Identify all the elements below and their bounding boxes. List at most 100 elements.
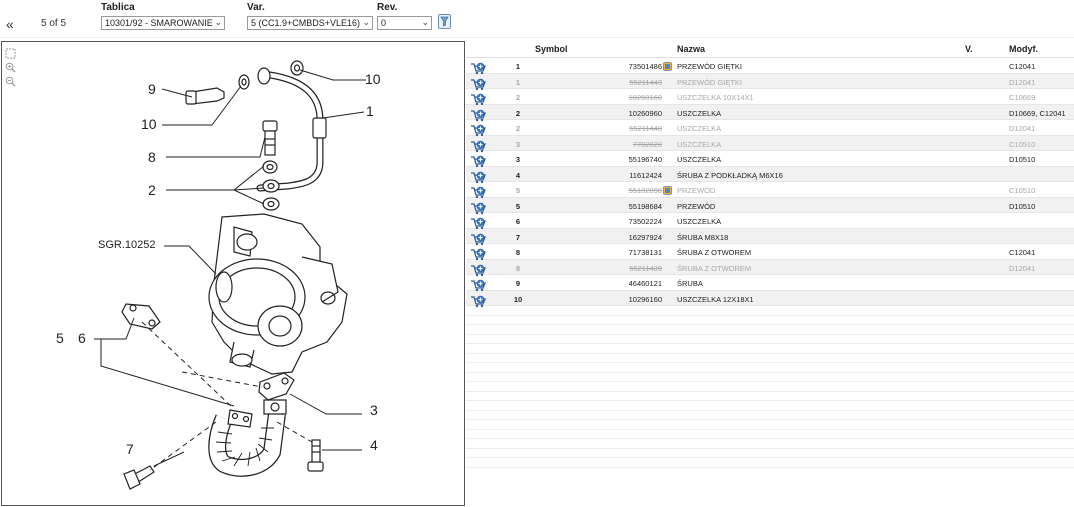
cell-symbol: 7782020 — [632, 139, 662, 149]
back-button[interactable]: « — [6, 16, 14, 32]
tablica-label: Tablica — [101, 2, 135, 13]
cell-nazwa: PRZEWÓD — [677, 186, 716, 195]
add-to-cart-icon[interactable] — [470, 93, 486, 106]
tablica-select[interactable]: 10301/92 - SMAROWANIE ⌄ — [101, 16, 225, 30]
washer-10a — [238, 74, 250, 90]
add-to-cart-icon[interactable] — [470, 155, 486, 168]
empty-row — [466, 325, 1074, 335]
cell-modyf: D12041 — [1009, 77, 1036, 87]
cell-nazwa: USZCZELKA — [677, 108, 722, 118]
cell-nazwa: USZCZELKA — [677, 124, 722, 133]
empty-row — [466, 363, 1074, 373]
var-label: Var. — [247, 2, 265, 13]
col-nazwa[interactable]: Nazwa — [677, 44, 706, 54]
rev-select[interactable]: 0 ⌄ — [377, 16, 432, 30]
cell-position: 2 — [515, 108, 521, 118]
cell-symbol: 55211439 — [629, 263, 662, 273]
rev-value: 0 — [381, 18, 387, 28]
cell-nazwa: USZCZELKA — [677, 217, 722, 226]
col-v[interactable]: V. — [965, 44, 973, 54]
zoom-out-icon[interactable] — [5, 76, 16, 87]
add-to-cart-icon[interactable] — [470, 295, 486, 308]
callout-4: 4 — [370, 437, 378, 453]
cell-modyf: C12041 — [1009, 248, 1036, 257]
add-to-cart-icon[interactable] — [470, 171, 486, 184]
cell-nazwa: USZCZELKA — [677, 139, 722, 149]
empty-row — [466, 401, 1074, 411]
add-to-cart-icon[interactable] — [470, 279, 486, 292]
cell-modyf: D10669, C12041 — [1009, 108, 1066, 118]
empty-row — [466, 392, 1074, 401]
cell-position: 2 — [515, 124, 521, 133]
callout-5: 5 — [56, 330, 64, 346]
col-modyf[interactable]: Modyf. — [1009, 44, 1038, 54]
refresh-button[interactable] — [438, 14, 451, 29]
toolbar: « 5 of 5 Tablica 10301/92 - SMAROWANIE ⌄… — [0, 0, 1074, 38]
cell-symbol: 73501486 — [628, 62, 662, 71]
callout-8: 8 — [148, 149, 156, 165]
exploded-drawing-panel[interactable]: 9 10 10 1 8 2 SGR.10252 5 6 3 7 4 — [1, 41, 465, 506]
cell-modyf: D10510 — [1009, 201, 1036, 211]
col-symbol[interactable]: Symbol — [535, 44, 568, 54]
refresh-icon — [440, 16, 449, 27]
rev-label: Rev. — [377, 2, 398, 13]
table-header: Symbol Nazwa V. Modyf. — [466, 40, 1074, 58]
fit-to-window-icon[interactable] — [5, 48, 16, 59]
cell-modyf: D12041 — [1009, 263, 1036, 273]
add-to-cart-icon[interactable] — [470, 233, 486, 246]
cell-symbol: 55182898 — [628, 186, 662, 195]
pipe-sleeve — [312, 117, 327, 139]
cell-position: 5 — [515, 186, 521, 195]
cell-modyf: D12041 — [1009, 124, 1036, 133]
cell-position: 4 — [515, 170, 521, 180]
add-to-cart-icon[interactable] — [470, 78, 486, 91]
cell-modyf: C12041 — [1009, 62, 1036, 71]
empty-row — [466, 411, 1074, 420]
cell-symbol: 55211443 — [629, 77, 662, 87]
cell-nazwa: ŚRUBA Z OTWOREM — [677, 263, 752, 273]
cell-position: 3 — [515, 155, 521, 164]
info-icon[interactable] — [663, 62, 672, 71]
empty-row — [466, 449, 1074, 458]
gasket-3 — [258, 372, 295, 401]
add-to-cart-icon[interactable] — [470, 140, 486, 153]
page-count: 5 of 5 — [41, 18, 67, 29]
cell-position: 1 — [515, 77, 521, 87]
cell-nazwa: USZCZELKA — [677, 155, 722, 164]
cell-modyf: C10669 — [1009, 93, 1036, 102]
callout-10-right: 10 — [365, 71, 381, 87]
add-to-cart-icon[interactable] — [470, 109, 486, 122]
add-to-cart-icon[interactable] — [470, 264, 486, 277]
cell-symbol: 73502224 — [628, 217, 662, 226]
var-select[interactable]: 5 (CC1.9+CMBDS+VLE16) ⌄ — [247, 16, 373, 30]
cell-symbol: 46460121 — [628, 279, 662, 288]
cell-symbol: 10260160 — [628, 93, 662, 102]
info-icon[interactable] — [663, 186, 672, 195]
cell-symbol: 55198684 — [628, 201, 662, 211]
zoom-in-icon[interactable] — [5, 62, 16, 73]
empty-row — [466, 354, 1074, 363]
add-to-cart-icon[interactable] — [470, 202, 486, 215]
cell-nazwa: ŚRUBA — [677, 279, 703, 288]
table-row[interactable]: 1 55211443 PRZEWÓD GIĘTKI D12041 — [466, 73, 1074, 91]
cell-nazwa: USZCZELKA 12X18X1 — [677, 294, 754, 304]
bolt-9 — [191, 87, 225, 105]
empty-row — [466, 382, 1074, 392]
cell-nazwa: PRZEWÓD GIĘTKI — [677, 77, 743, 87]
turbocharger — [208, 213, 348, 375]
